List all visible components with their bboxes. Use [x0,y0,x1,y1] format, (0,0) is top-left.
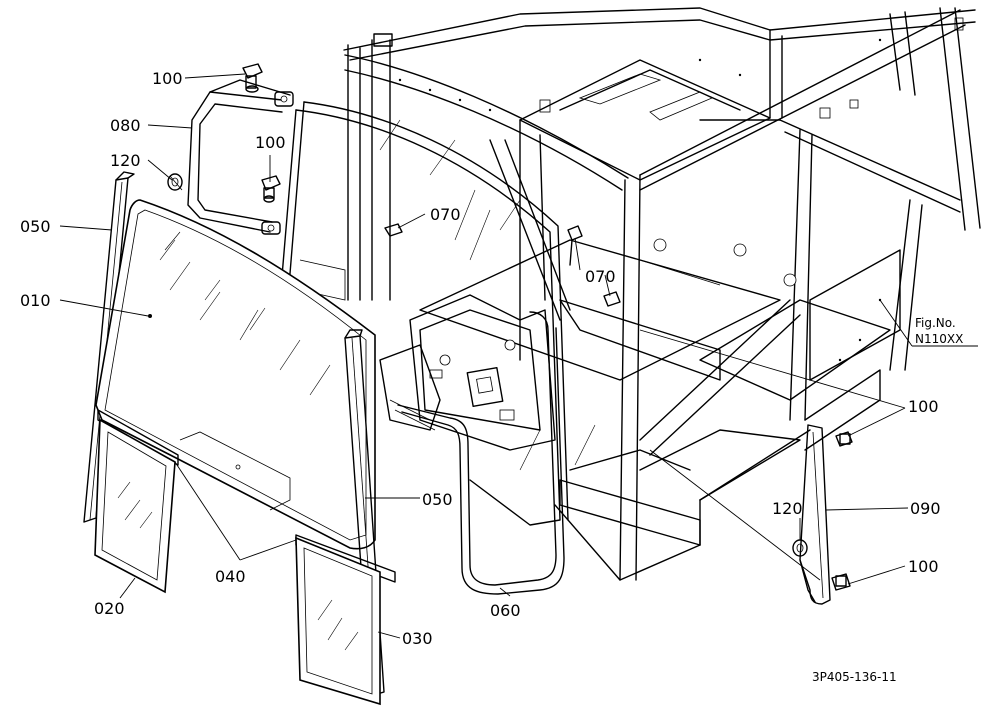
callout-080: 080 [110,116,141,135]
clip-070-b [567,225,583,266]
clip-070-c [603,291,621,307]
bolt-100-mid [261,175,281,203]
grommet-120-left [167,173,183,191]
callout-100-top: 100 [152,69,183,88]
upper-glass [279,101,569,526]
seal-060 [397,311,565,595]
callout-120-right: 120 [772,499,803,518]
callout-020: 020 [94,599,125,618]
callout-100-upper-right: 100 [908,397,939,416]
drawing-code: 3P405-136-11 [812,670,897,684]
callout-100-mid: 100 [255,133,286,152]
callout-060: 060 [490,601,521,620]
callout-120-left: 120 [110,151,141,170]
callout-040: 040 [215,567,246,586]
handle-080 [187,79,294,235]
callout-070-b: 070 [585,267,616,286]
callout-050-left: 050 [20,217,51,236]
fig-label-line1: Fig.No. [915,316,956,330]
cab-frame [343,7,981,581]
callout-050-right: 050 [422,490,453,509]
bolt-100-upper-right [835,431,853,447]
weather-strip-040-left [97,409,179,466]
callout-090: 090 [910,499,941,518]
lower-glass-020 [94,418,176,594]
callout-010: 010 [20,291,51,310]
lower-glass-030 [295,536,381,706]
bolt-100-top [242,63,263,93]
handle-090 [799,424,831,605]
callout-100-lower-right: 100 [908,557,939,576]
clip-070-a [384,223,403,237]
callout-030: 030 [402,629,433,648]
fig-label-line2: N110XX [915,332,963,346]
bolt-100-lower-right [831,573,851,591]
control-panel [379,294,556,451]
callout-070-a: 070 [430,205,461,224]
leader-lines [59,73,978,639]
